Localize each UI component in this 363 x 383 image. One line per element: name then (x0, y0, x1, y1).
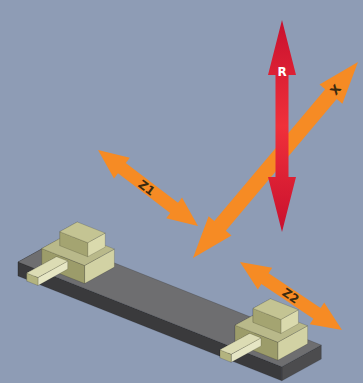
machine-bed (18, 222, 321, 381)
axis-arrows (98, 20, 358, 330)
tool-bit-top (27, 257, 68, 278)
axis-arrow-r (268, 20, 296, 232)
axis-label: R (277, 65, 286, 79)
axis-arrow-z1 (98, 150, 198, 226)
bed-top (18, 240, 321, 366)
axis-arrow-z2 (240, 262, 342, 330)
tool-bit-top (220, 333, 261, 354)
holder-block-top (60, 222, 105, 243)
